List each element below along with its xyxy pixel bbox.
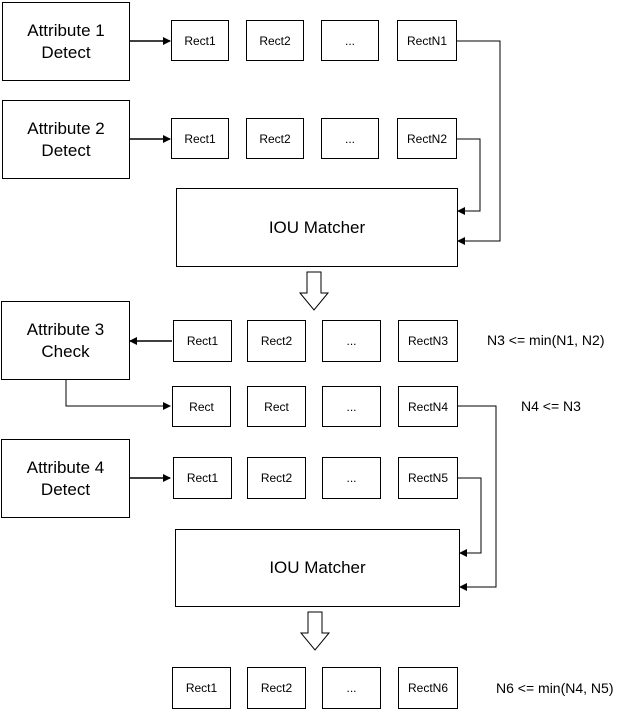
down-arrow-2 bbox=[299, 611, 331, 651]
row4-rect-a: Rect bbox=[172, 386, 231, 427]
row6-rect-n6: RectN6 bbox=[398, 667, 458, 709]
row6-rect-ellipsis: ... bbox=[322, 667, 381, 709]
row1-rect-1: Rect1 bbox=[171, 20, 229, 61]
row4-rect-b: Rect bbox=[247, 386, 306, 427]
row5-rect-n5: RectN5 bbox=[398, 457, 458, 499]
row2-rect-2: Rect2 bbox=[246, 118, 304, 159]
row5-rect-1: Rect1 bbox=[173, 457, 232, 499]
row1-rect-n1: RectN1 bbox=[397, 20, 457, 61]
arrow-attr3-to-row4 bbox=[65, 380, 171, 410]
row3-rect-1: Rect1 bbox=[173, 320, 232, 362]
row2-rect-n2: RectN2 bbox=[397, 118, 457, 159]
wire-rectn1-to-matcher1 bbox=[457, 40, 501, 245]
row6-rect-1: Rect1 bbox=[172, 667, 231, 709]
wire-rectn5-to-matcher2 bbox=[458, 477, 482, 557]
row1-rect-ellipsis: ... bbox=[321, 20, 379, 61]
row2-rect-ellipsis: ... bbox=[321, 118, 379, 159]
attribute-3-check-box: Attribute 3 Check bbox=[1, 301, 130, 380]
row3-rect-2: Rect2 bbox=[247, 320, 306, 362]
note-n4-constraint: N4 <= N3 bbox=[521, 398, 581, 414]
iou-matcher-2: IOU Matcher bbox=[175, 529, 460, 607]
attribute-1-detect-box: Attribute 1 Detect bbox=[2, 2, 130, 81]
row4-rect-ellipsis: ... bbox=[322, 386, 381, 427]
wire-rectn2-to-matcher1 bbox=[457, 138, 481, 215]
row4-rect-n4: RectN4 bbox=[398, 386, 458, 427]
row1-rect-2: Rect2 bbox=[246, 20, 304, 61]
down-arrow-1 bbox=[298, 271, 330, 311]
row3-rect-ellipsis: ... bbox=[322, 320, 381, 362]
iou-matcher-1: IOU Matcher bbox=[176, 188, 458, 267]
row3-rect-n3: RectN3 bbox=[398, 320, 458, 362]
row2-rect-1: Rect1 bbox=[171, 118, 229, 159]
attribute-4-detect-box: Attribute 4 Detect bbox=[1, 439, 130, 518]
attribute-2-detect-box: Attribute 2 Detect bbox=[2, 100, 130, 179]
row5-rect-2: Rect2 bbox=[247, 457, 306, 499]
row5-rect-ellipsis: ... bbox=[322, 457, 381, 499]
note-n3-constraint: N3 <= min(N1, N2) bbox=[487, 332, 605, 348]
row6-rect-2: Rect2 bbox=[247, 667, 306, 709]
note-n6-constraint: N6 <= min(N4, N5) bbox=[496, 680, 614, 696]
wire-rectn4-to-matcher2 bbox=[458, 405, 497, 591]
